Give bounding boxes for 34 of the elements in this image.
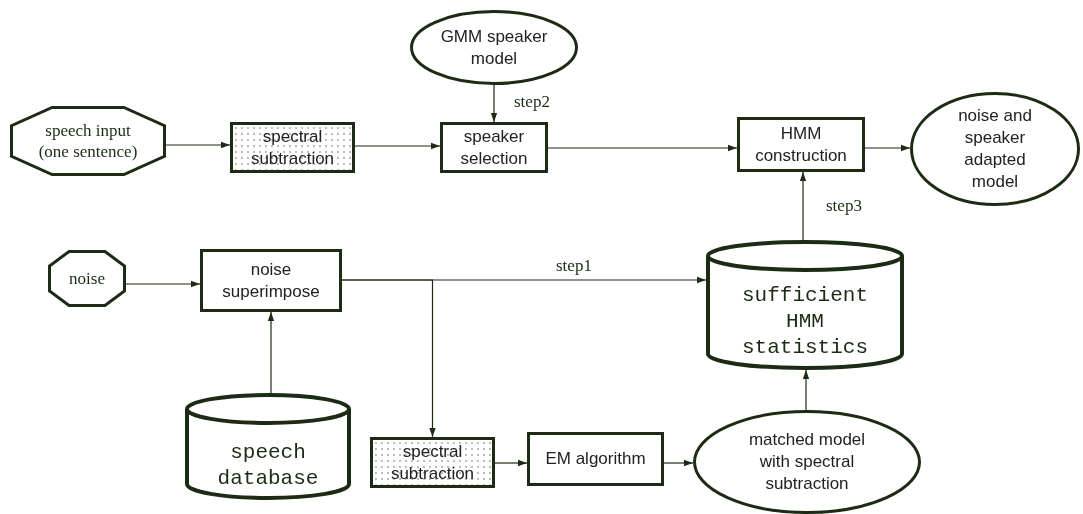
node-label: HMM construction xyxy=(754,122,848,167)
arrow xyxy=(802,369,810,411)
node-label: speech database xyxy=(216,439,320,492)
node-label: matched model with spectral subtraction xyxy=(747,429,867,495)
arrow xyxy=(799,171,807,241)
node-label: speech input (one sentence) xyxy=(37,120,139,162)
arrow xyxy=(267,311,275,394)
process-box xyxy=(737,117,865,172)
node-label: speaker selection xyxy=(459,125,529,170)
arrow xyxy=(494,459,528,467)
arrow xyxy=(663,459,694,467)
edge-label: step2 xyxy=(514,92,550,112)
process-box xyxy=(440,122,548,173)
node-label: sufficient HMM statistics xyxy=(741,283,869,361)
arrow xyxy=(490,84,498,123)
arrow xyxy=(125,280,201,288)
node-label: noise xyxy=(68,268,106,289)
node-label: EM algorithm xyxy=(544,448,647,470)
arrow xyxy=(354,142,441,150)
arrow xyxy=(165,141,231,149)
node-label: noise superimpose xyxy=(221,258,321,303)
node-label: spectral subtraction xyxy=(249,125,336,170)
arrow xyxy=(547,144,738,152)
node-label: noise and speaker adapted model xyxy=(957,105,1033,193)
process-box xyxy=(370,437,495,488)
node-label: GMM speaker model xyxy=(439,25,549,70)
arrow xyxy=(341,279,436,438)
process-box xyxy=(527,432,664,486)
edge-label: step3 xyxy=(826,196,862,216)
arrow xyxy=(864,144,911,152)
process-box xyxy=(200,249,342,312)
edge-label: step1 xyxy=(556,256,592,276)
process-box xyxy=(230,122,355,173)
node-label: spectral subtraction xyxy=(389,440,476,485)
